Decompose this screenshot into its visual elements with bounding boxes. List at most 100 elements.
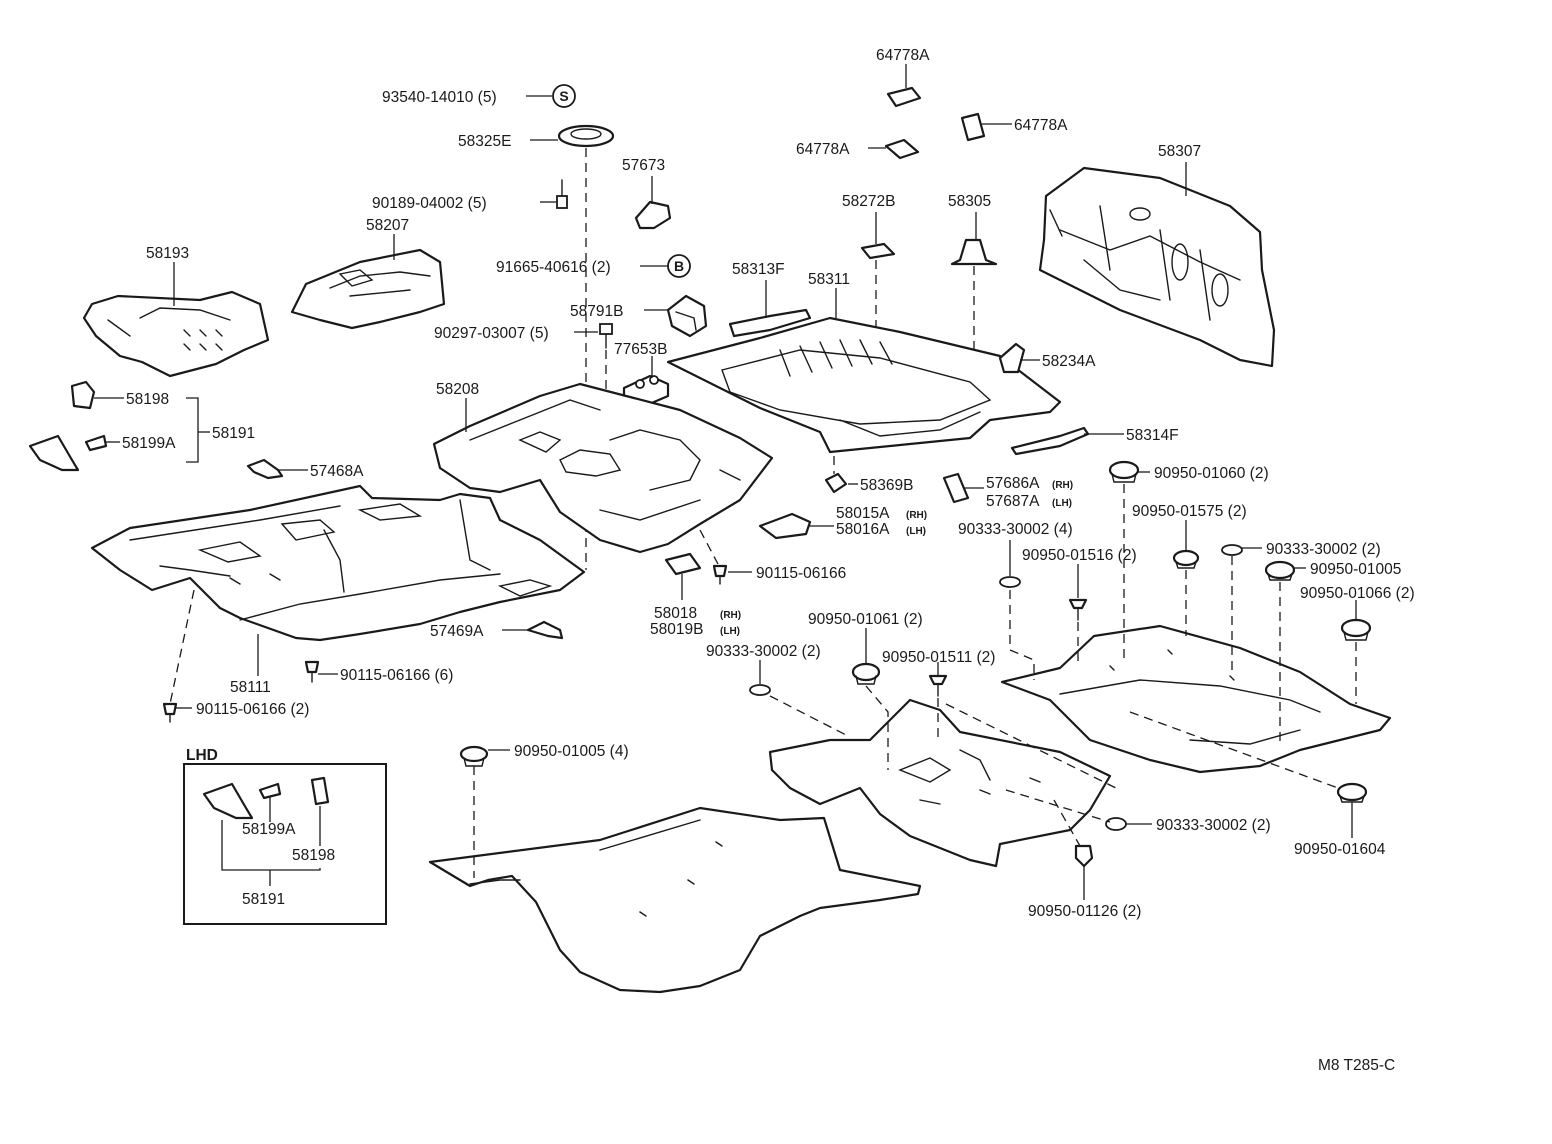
label-lhd-58199a: 58199A (242, 821, 296, 838)
label-90950-01060: 90950-01060 (2) (1154, 465, 1269, 482)
label-58199a: 58199A (122, 435, 176, 452)
s-symbol (552, 84, 576, 108)
sub-rh-57686a: (RH) (1052, 480, 1073, 491)
label-90950-01066: 90950-01066 (2) (1300, 585, 1415, 602)
label-lhd-58198: 58198 (292, 847, 335, 864)
plug-90950-01060 (1108, 460, 1140, 483)
label-57686a: 57686A (986, 475, 1040, 492)
part-58199a (28, 434, 108, 472)
label-64778a-left: 64778A (796, 141, 850, 158)
carpet-rear (1000, 624, 1392, 774)
label-91665: 91665-40616 (2) (496, 259, 611, 276)
part-58311-rear-floor (666, 316, 1062, 454)
label-58791b: 58791B (570, 303, 623, 320)
label-90950-01516: 90950-01516 (2) (1022, 547, 1137, 564)
fastener-90297 (599, 323, 613, 349)
label-58313f: 58313F (732, 261, 785, 278)
b-symbol-text: B (674, 258, 684, 274)
plug-90950-01575 (1172, 549, 1200, 569)
part-57469a (526, 620, 564, 640)
label-90950-01511: 90950-01511 (2) (882, 649, 995, 666)
label-58272b: 58272B (842, 193, 895, 210)
clip-90950-01511 (928, 674, 948, 697)
part-58272b (860, 242, 896, 260)
part-58313f (728, 308, 812, 338)
label-90950-01575: 90950-01575 (2) (1132, 503, 1247, 520)
label-58314f: 58314F (1126, 427, 1179, 444)
carpet-middle (768, 698, 1112, 868)
clip-90950-01126 (1074, 844, 1094, 868)
label-58198: 58198 (126, 391, 169, 408)
label-58305: 58305 (948, 193, 991, 210)
label-90333-30002-l: 90333-30002 (2) (706, 643, 821, 660)
sub-rh-58015a: (RH) (906, 510, 927, 521)
part-58198 (70, 380, 96, 410)
plug-90950-01061 (851, 662, 881, 685)
lhd-part-58198 (310, 776, 330, 806)
label-90950-01005-4: 90950-01005 (4) (514, 743, 629, 760)
label-58191: 58191 (212, 425, 255, 442)
part-58791b (666, 294, 708, 338)
plug-90950-01005-4 (459, 745, 489, 767)
part-58369b (824, 472, 848, 494)
pad-64778a-left (884, 138, 920, 160)
label-58234a: 58234A (1042, 353, 1096, 370)
label-58208: 58208 (436, 381, 479, 398)
part-58015a (758, 512, 812, 540)
label-90115-a: 90115-06166 (756, 565, 846, 582)
lhd-part-58199a (202, 782, 282, 820)
label-58369b: 58369B (860, 477, 913, 494)
pad-64778a-top (886, 86, 922, 108)
sub-lh-58016a: (LH) (906, 526, 926, 537)
label-57468a: 57468A (310, 463, 364, 480)
label-58111: 58111 (230, 679, 271, 696)
plug-90950-01604 (1336, 782, 1368, 803)
label-57469a: 57469A (430, 623, 484, 640)
clip-90333-b (1105, 817, 1127, 831)
bolt-90189 (556, 179, 568, 209)
plug-90950-01066 (1340, 618, 1372, 641)
label-57687a: 57687A (986, 493, 1040, 510)
clip-90333-l (749, 684, 771, 696)
part-57673 (634, 176, 672, 230)
label-90950-01005-r: 90950-01005 (1310, 561, 1401, 578)
sub-rh-58018: (RH) (720, 610, 741, 621)
label-58193: 58193 (146, 245, 189, 262)
screw-90115-b (304, 660, 320, 683)
label-58019b: 58019B (650, 621, 703, 638)
label-58018: 58018 (654, 605, 697, 622)
label-lhd: LHD (186, 747, 218, 764)
label-58311: 58311 (808, 271, 850, 288)
label-90333-30002-r: 90333-30002 (2) (1266, 541, 1381, 558)
part-58314f (1010, 426, 1090, 456)
label-58016a: 58016A (836, 521, 890, 538)
part-58111-front-floor (90, 484, 586, 642)
label-90333-30002-b: 90333-30002 (2) (1156, 817, 1271, 834)
clip-90333-4 (999, 576, 1021, 588)
sub-lh-57687a: (LH) (1052, 498, 1072, 509)
part-58208-center-floor (432, 382, 774, 554)
label-90189: 90189-04002 (5) (372, 195, 487, 212)
part-58018 (664, 552, 702, 576)
label-64778a-top: 64778A (876, 47, 930, 64)
label-90950-01604: 90950-01604 (1294, 841, 1386, 858)
part-57468a (246, 458, 284, 480)
carpet-front (428, 806, 922, 994)
label-90950-01061: 90950-01061 (2) (808, 611, 923, 628)
label-58207: 58207 (366, 217, 409, 234)
part-58305 (950, 238, 998, 266)
clip-90950-01516 (1068, 598, 1088, 621)
sub-lh-58019b: (LH) (720, 626, 740, 637)
part-58325e (557, 124, 615, 148)
lhd-box (183, 763, 387, 925)
s-symbol-text: S (559, 88, 568, 104)
label-58307: 58307 (1158, 143, 1201, 160)
label-90333-30002-4: 90333-30002 (4) (958, 521, 1073, 538)
label-drawing-code: M8 T285-C (1318, 1057, 1395, 1074)
label-90950-01126: 90950-01126 (2) (1028, 903, 1141, 920)
plug-90950-01005-r (1264, 560, 1296, 581)
pad-64778a-right (960, 112, 986, 142)
screw-90115-c (162, 702, 178, 723)
screw-90115-a (712, 564, 728, 585)
